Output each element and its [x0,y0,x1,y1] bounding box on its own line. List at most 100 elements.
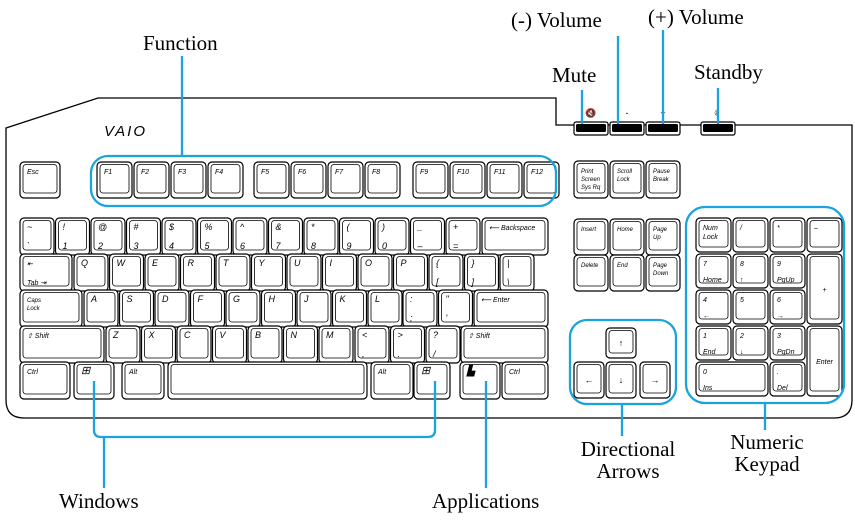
media-key-symbol: - [626,108,629,118]
key-r: R [179,253,216,292]
key-num-12: += [445,217,481,256]
key-label: } [471,258,475,268]
key-label: Scroll [617,169,633,175]
key-label: Enter [816,359,833,366]
key-face [648,221,678,251]
key-face [99,164,130,194]
key-volume-down: - [609,108,645,136]
key-cap [481,217,549,256]
numeric-label-line1: Numeric [730,430,804,454]
key-ctrl-right: Ctrl [501,361,549,400]
key-label: + [822,287,826,294]
key-label: ⇧ Shift [468,332,491,340]
key-space [167,361,368,400]
key-label: _ [417,222,423,232]
key-face [264,292,293,323]
key-num-8: *8 [303,217,339,256]
key-face [502,256,532,287]
key-cap [286,253,322,292]
key-d: D [154,289,190,328]
key-label: = [453,241,458,251]
key-cap [144,253,180,292]
key-label: D [162,294,169,304]
key-face [122,292,151,323]
key-bracket-1: }] [463,253,500,292]
key-label: 0 [382,241,387,251]
media-key-symbol: 🔇 [585,107,596,118]
key-label: < [362,330,367,340]
key-cap [364,161,401,199]
key-f10: F10 [449,161,486,199]
key-label: F9 [420,169,428,176]
key-label: ` [27,241,30,251]
key-face [612,221,642,251]
key-face [735,292,766,320]
key-label: Alt [377,369,387,376]
key-cap [732,217,769,253]
key-cap [609,160,645,199]
key-face [179,328,209,359]
key-face [286,328,315,359]
key-label: F7 [335,169,344,176]
key-label: Lock [27,306,41,312]
key-t: T [215,253,251,292]
key-face [256,164,287,194]
key-face [393,328,422,359]
windows-bracket-line [92,381,437,439]
key-cap [121,361,165,400]
key-cap [167,361,368,400]
key-f: F [189,289,226,328]
key-f12: F12 [523,161,560,199]
key-cap [695,289,732,325]
key-cap [695,325,732,361]
key-label: F4 [215,169,223,176]
key-cap [732,289,769,325]
key-cap [290,161,327,199]
key-label: ? [433,330,438,340]
key-face [129,220,158,251]
key-label: ( [347,222,351,232]
key-label: Tab ⇥ [27,280,47,287]
key-f2: F2 [133,161,170,199]
key-a: A [83,289,119,328]
key-label: ' [446,313,448,323]
key-nav-0: Insert [573,218,609,256]
key-label: F3 [178,169,186,176]
directional-label-line1: Directional [580,437,676,461]
key-windows-right: ⊞ [413,361,451,400]
vaio-logo: VAIO [104,123,147,140]
key-label: / [739,225,743,232]
key-face [772,328,803,356]
key-face [58,220,87,251]
key-numpad-16: .Del [769,361,806,397]
key-label: Page [653,227,668,233]
function-label: Function [143,31,218,55]
key-label: 3 [134,241,139,251]
key-nav-3: Delete [573,254,609,292]
key-ctrl-left: Ctrl [19,361,71,400]
key-label: @ [98,222,107,232]
key-cap [54,217,91,256]
key-numpad-10: 6→ [769,289,806,325]
key-numpad-3: – [806,217,843,253]
key-cap [211,325,248,364]
key-arrow-down: ↓ [605,361,637,399]
key-x: X [140,325,177,364]
key-label: ← [703,313,710,320]
key-g: G [225,289,261,328]
key-label: ~ [27,222,32,232]
key-f9: F9 [412,161,449,199]
key-num-4: $4 [161,217,197,256]
key-l: L [367,289,403,328]
key-label: Alt [128,369,138,376]
key-cap [402,289,438,328]
key-label: 8 [740,261,744,268]
key-num-9: (9 [338,217,375,256]
key-face [377,220,407,251]
key-cap [318,325,354,364]
key-face [76,256,106,287]
